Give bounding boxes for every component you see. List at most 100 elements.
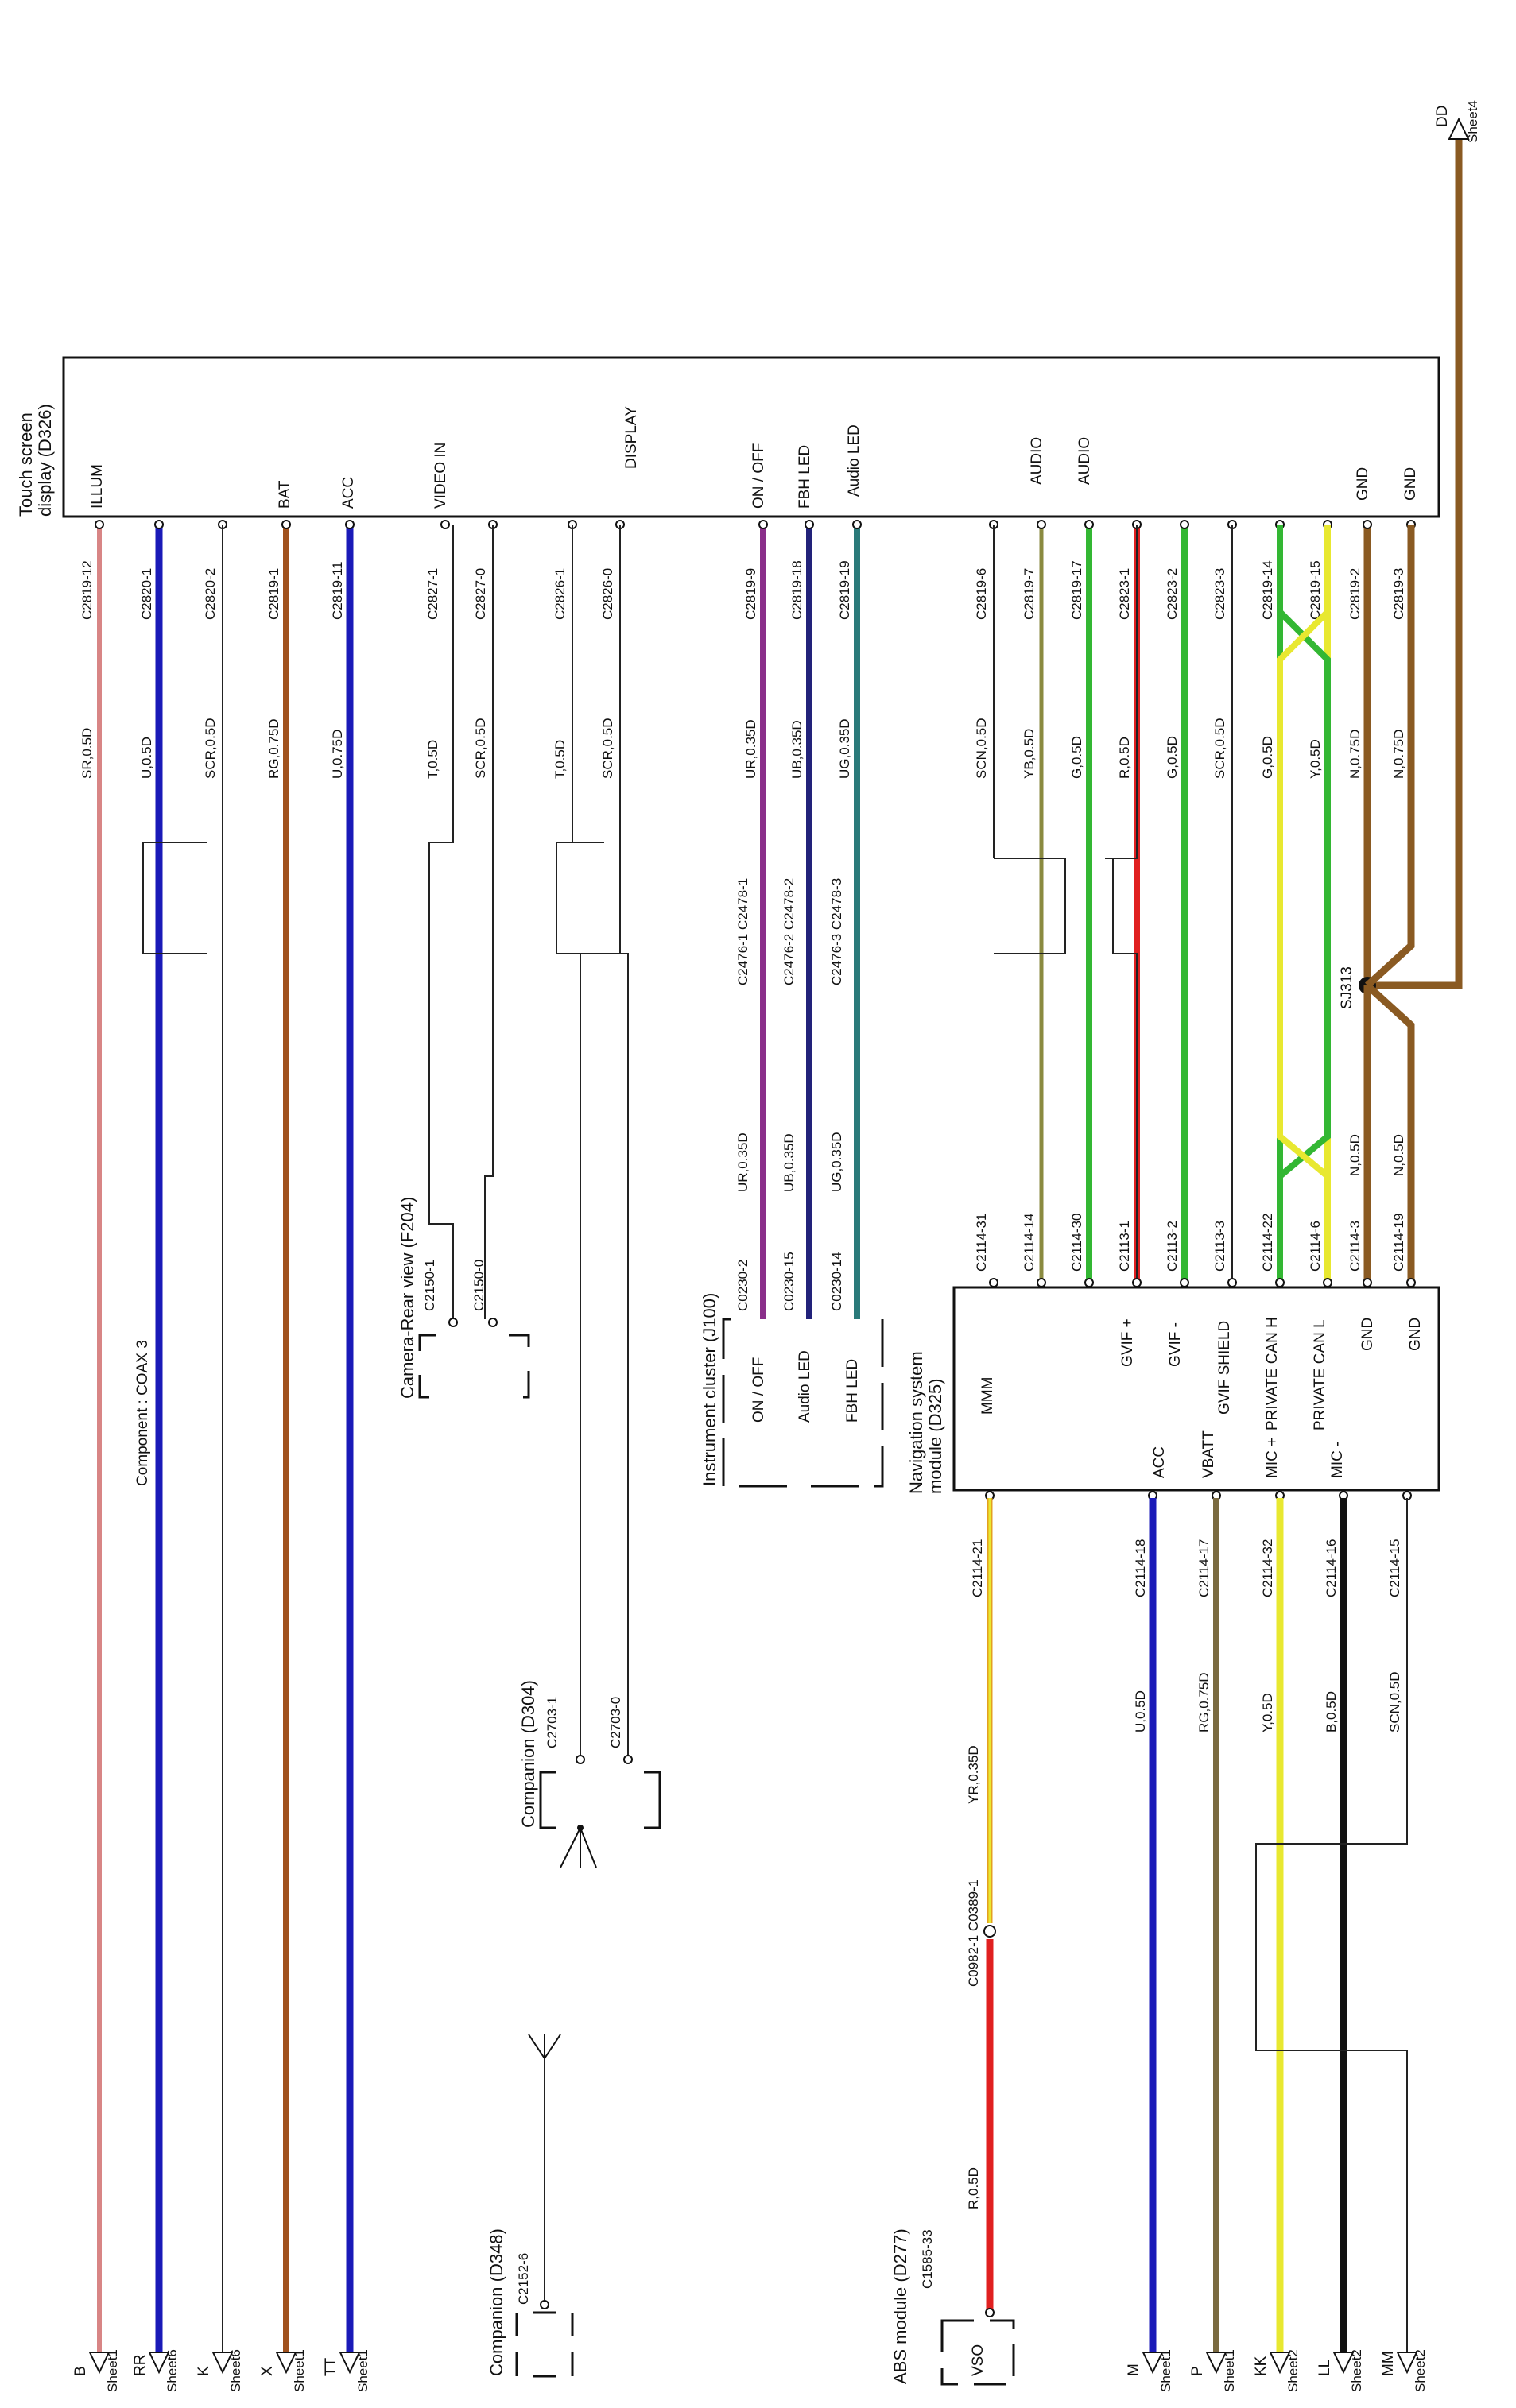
wire-spec-8: SCR,0.5D — [600, 718, 615, 779]
companion-d348-pin: C2152-6 — [516, 2253, 531, 2305]
offpage-bottom-arrow-icon-0 — [1142, 2352, 1164, 2375]
wire-spec-19: Y,0.5D — [1308, 739, 1323, 779]
offpage-left-arrow-icon-2 — [211, 2352, 234, 2375]
offpage-bottom-sheet-0: Sheet1 — [1158, 2349, 1173, 2392]
offpage-bottom-sheet-3: Sheet2 — [1349, 2349, 1364, 2392]
wire-camera-1 — [428, 525, 454, 1319]
nav-pin-can-h: PRIVATE CAN H — [1264, 1317, 1281, 1430]
nav-pin-gvif-minus: GVIF - — [1167, 1322, 1184, 1367]
source-pin-10: C2819-18 — [789, 560, 805, 620]
pin-label-on-off: ON / OFF — [750, 443, 767, 509]
nav-top-terminal-4 — [1180, 1278, 1189, 1287]
cluster-on-off: ON / OFF — [750, 1357, 767, 1423]
source-pin-21: C2819-3 — [1391, 568, 1406, 620]
pin-label-bat: BAT — [277, 480, 293, 509]
offpage-dd-label: DD — [1434, 106, 1451, 127]
companion-d304-title: Companion (D304) — [518, 1680, 538, 1828]
source-pin-20: C2819-2 — [1347, 568, 1363, 620]
source-pin-4: C2819-11 — [330, 562, 345, 620]
offpage-bottom-letter-3: LL — [1316, 2360, 1333, 2376]
abs-title: ABS module (D277) — [890, 2228, 910, 2384]
nav-top-pin-4: C2113-2 — [1165, 1221, 1180, 1272]
nav-bottom-wire-1: U,0.5D — [1133, 1690, 1148, 1732]
cluster-bracket — [722, 1318, 884, 1488]
cluster-pin-3: C0230-14 — [829, 1252, 844, 1311]
offpage-bottom-sheet-4: Sheet2 — [1413, 2349, 1428, 2392]
companion-d304-pin-0: C2703-0 — [608, 1697, 623, 1748]
nav-pin-gvif-shield: GVIF SHIELD — [1216, 1321, 1233, 1415]
nav-pin-can-l: PRIVATE CAN L — [1312, 1319, 1328, 1430]
nav-top-terminal-7 — [1323, 1278, 1332, 1287]
companion-terminal-1 — [576, 1755, 585, 1764]
offpage-left-letter-2: K — [196, 2366, 212, 2376]
camera-terminal-1 — [448, 1318, 458, 1327]
offpage-left-sheet-2: Sheet6 — [228, 2349, 243, 2392]
can-twist-2 — [1277, 525, 1331, 1287]
cluster-pin-1: C0230-2 — [735, 1260, 750, 1311]
wire-spec-4: U,0.75D — [330, 730, 345, 779]
source-pin-13: C2819-7 — [1022, 568, 1037, 620]
pin-label-illum: ILLUM — [89, 464, 106, 509]
offpage-left-letter-0: B — [72, 2366, 89, 2376]
display-shield-lines — [556, 842, 620, 954]
wire-spec-17: SCR,0.5D — [1212, 718, 1227, 779]
wire-spec-7: T,0.5D — [553, 740, 568, 779]
nav-top-terminal-3 — [1132, 1278, 1142, 1287]
companion-d304-pin-1: C2703-1 — [545, 1697, 560, 1748]
camera-bracket — [418, 1334, 530, 1399]
wire-companion-0 — [619, 525, 629, 1756]
offpage-left-arrow-icon-0 — [88, 2352, 111, 2375]
can-twist-1 — [1277, 525, 1331, 1287]
navigation-module-box — [952, 1286, 1440, 1492]
nav-top-pin-2: C2114-30 — [1069, 1214, 1084, 1272]
pin-label-fbh-led: FBH LED — [797, 445, 813, 509]
terminal-top-11 — [852, 520, 862, 529]
terminal-top-10 — [805, 520, 814, 529]
wire-spec-20: N,0.75D — [1347, 730, 1363, 779]
source-pin-11: C2819-19 — [837, 560, 852, 620]
inline-connector-2: C2476-2 C2478-2 — [781, 878, 797, 985]
nav-top-terminal-0 — [989, 1278, 998, 1287]
wire-spec-14: G,0.5D — [1069, 736, 1084, 779]
terminal-top-14 — [1084, 520, 1094, 529]
nav-top-terminal-1 — [1037, 1278, 1046, 1287]
offpage-left-arrow-icon-3 — [275, 2352, 297, 2375]
terminal-top-5 — [440, 520, 450, 529]
cluster-title: Instrument cluster (J100) — [700, 1293, 719, 1486]
offpage-dd-sheet: Sheet4 — [1465, 100, 1480, 143]
wire-spec-12: SCN,0.5D — [974, 718, 989, 779]
wire-companion-1 — [556, 525, 581, 1756]
yr-wire-label: YR,0.35D — [966, 1745, 981, 1804]
offpage-left-sheet-1: Sheet6 — [165, 2349, 180, 2392]
wire-spec-0: SR,0.5D — [79, 728, 95, 779]
nav-bottom-pin-5: C2114-15 — [1387, 1539, 1402, 1597]
source-pin-15: C2823-1 — [1117, 568, 1132, 620]
abs-inline-terminal — [983, 1925, 996, 1938]
touch-screen-title-2: display (D326) — [35, 404, 55, 517]
nav-bottom-wire-4: B,0.5D — [1324, 1691, 1339, 1732]
audio-shield-lines — [994, 858, 1137, 954]
source-pin-7: C2826-1 — [553, 568, 568, 620]
nav-bottom-wire-5: SCN,0.5D — [1387, 1671, 1402, 1732]
terminal-top-16 — [1180, 520, 1189, 529]
wire-dd — [1367, 127, 1463, 989]
offpage-bottom-arrow-icon-2 — [1269, 2352, 1291, 2375]
pin-label-audio-led: Audio LED — [846, 424, 863, 497]
coax-shield-lines — [142, 842, 207, 954]
terminal-top-13 — [1037, 520, 1046, 529]
cluster-wire-2: UB,0.35D — [781, 1133, 797, 1192]
companion-antenna-icon — [560, 1827, 597, 1868]
camera-pin-0: C2150-0 — [471, 1260, 487, 1311]
companion-d348-title: Companion (D348) — [487, 2228, 506, 2376]
touch-screen-title: Touch screen — [16, 412, 36, 517]
abs-vso: VSO — [970, 2344, 987, 2376]
pin-label-video-in: VIDEO IN — [432, 443, 449, 509]
offpage-bottom-letter-1: P — [1189, 2366, 1206, 2376]
antenna-icon — [528, 2034, 561, 2059]
companion-d348-terminal — [540, 2300, 549, 2309]
terminal-top-0 — [95, 520, 104, 529]
wire-spec-21: N,0.75D — [1391, 730, 1406, 779]
